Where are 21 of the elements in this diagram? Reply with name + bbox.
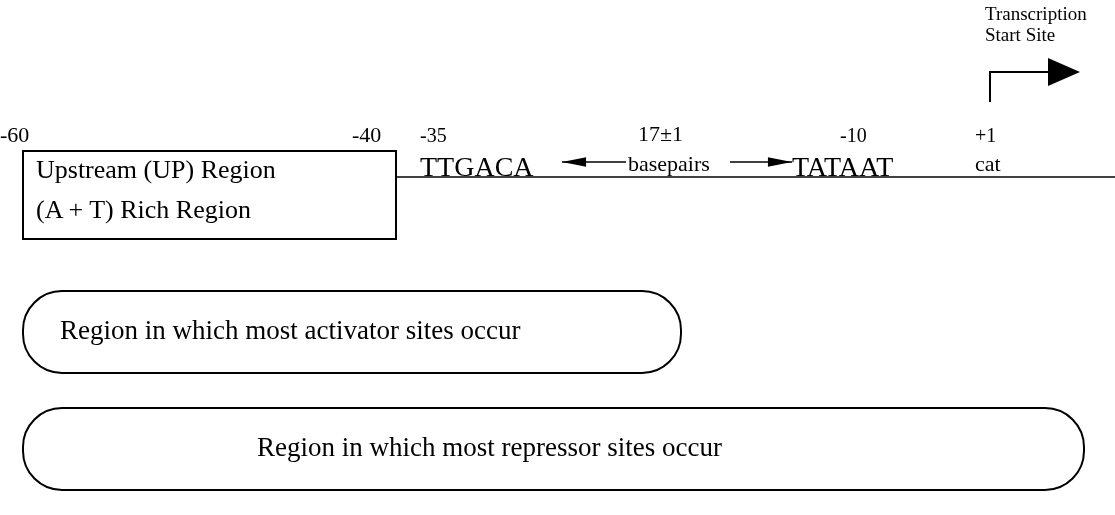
region-label: (A + T) Rich Region <box>36 196 251 225</box>
position-number: -35 <box>420 124 447 146</box>
region-pill <box>22 290 682 374</box>
site-label: Transcription Start Site <box>985 4 1088 46</box>
sequence-label: TTGACA <box>420 152 534 183</box>
distance-label: 17±1 <box>638 122 684 147</box>
arrow <box>561 157 627 167</box>
sequence-label: TATAAT <box>792 152 894 183</box>
region-box <box>22 150 397 240</box>
dna-line <box>396 176 1115 178</box>
position-number: -60 <box>0 123 30 148</box>
region-pill <box>22 407 1085 491</box>
region-label: Region in which most repressor sites occur <box>257 433 722 463</box>
position-number: -10 <box>840 124 867 146</box>
gene-label: cat <box>975 152 1001 177</box>
unit-label: basepairs <box>628 152 710 177</box>
region-label: Upstream (UP) Region <box>36 156 276 185</box>
position-number: -40 <box>352 123 382 148</box>
region-label: Region in which most activator sites occur <box>60 316 521 346</box>
arrow <box>729 157 793 167</box>
position-number: +1 <box>975 124 997 146</box>
